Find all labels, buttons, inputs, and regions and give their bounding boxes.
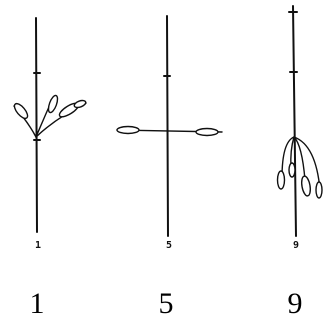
spikelet [73, 99, 86, 109]
panel-9: 9 9 [278, 6, 323, 320]
upright-branches-icon [12, 18, 87, 232]
horizontal-branches-icon [117, 16, 222, 236]
panel-5: 5 5 [117, 16, 222, 320]
spikelet [12, 102, 30, 121]
sketch-label: 9 [293, 240, 299, 251]
stem [293, 6, 296, 236]
spikelet [196, 129, 218, 136]
panel-caption: 9 [288, 287, 303, 320]
spikelet [117, 127, 139, 134]
spikelet [47, 94, 60, 113]
spikelet [289, 163, 295, 177]
panel-caption: 5 [159, 287, 174, 320]
panel-caption: 1 [30, 287, 45, 320]
spikelet [278, 171, 285, 189]
spikelet [316, 182, 322, 198]
stem [36, 18, 37, 232]
spikelet [300, 175, 311, 196]
panel-1: 1 1 [12, 18, 87, 320]
sketch-label: 5 [166, 240, 172, 251]
stem [167, 16, 168, 236]
drooping-branches-icon [278, 6, 323, 236]
sketch-label: 1 [35, 240, 41, 251]
